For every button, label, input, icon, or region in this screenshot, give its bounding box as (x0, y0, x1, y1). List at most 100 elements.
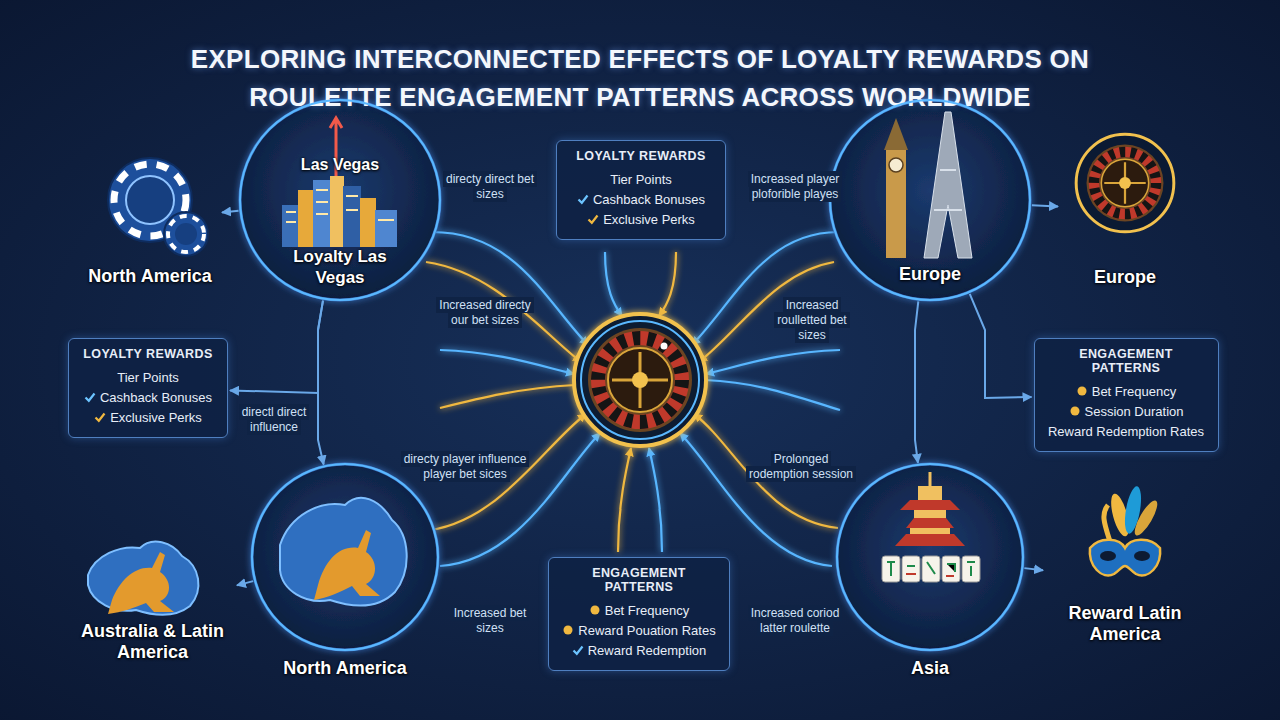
roulette-wheel-icon (1119, 177, 1131, 189)
bullet-dot (589, 604, 601, 616)
list-item: Cashback Bonuses (79, 388, 217, 408)
connector-arrow (222, 211, 239, 213)
box-heading: ENGAGEMENT PATTERNS (1045, 347, 1208, 375)
text-holder: North America (250, 658, 440, 679)
item-text: Bet Frequency (1092, 384, 1177, 399)
region-circle: North America (250, 462, 440, 684)
box-heading: ENGAGEMENT PATTERNS (559, 566, 719, 594)
europe-landmarks (924, 112, 972, 258)
item-text: Reward Redemption (588, 643, 707, 658)
region-circle-ground (240, 100, 1030, 650)
circle-outline (250, 462, 440, 684)
list-item: Exclusive Perks (567, 210, 715, 230)
line-label-holder: directy direct bet sizes (440, 172, 540, 202)
item-text: Exclusive Perks (603, 212, 695, 227)
item-text: Session Duration (1085, 404, 1184, 419)
region-label: Australia & Latin America (70, 621, 235, 663)
australia-icon (88, 542, 198, 615)
line-label-holder: Increased roulletted bet sizes (762, 298, 862, 343)
heading-text: LOYALTY REWARDS (83, 347, 212, 361)
flow-curves (659, 252, 676, 316)
region-label: Las Vegas (265, 154, 415, 175)
line-label-holder: Increased coriod latter roulette (735, 606, 855, 636)
line-label: Increased bet sizes (451, 605, 530, 636)
text-holder: Reward Latin America (1045, 603, 1205, 645)
asian-pagoda-mahjong (882, 472, 980, 582)
text-holder: Asia (835, 658, 1025, 679)
list-item: Reward Redemption (559, 641, 719, 661)
roulette-wheel-icon (1094, 152, 1156, 214)
europe-landmarks (889, 158, 903, 172)
center-roulette-wheel (581, 321, 699, 439)
heading-text: LOYALTY REWARDS (576, 149, 705, 163)
line-label-holder: directl direct influence (236, 405, 312, 435)
info-box: LOYALTY REWARDS Tier PointsCashback Bonus… (68, 338, 228, 438)
center-roulette-wheel (632, 372, 648, 388)
line-label: Increased directy our bet sizes (436, 297, 533, 328)
region-label: North America (80, 266, 220, 287)
region-label: Europe (1060, 267, 1190, 288)
europe-landmarks (886, 150, 906, 258)
text-holder: Las Vegas (265, 154, 415, 175)
region-label: Reward Latin America (1045, 603, 1205, 645)
check-mark (587, 213, 599, 225)
circle-outline (835, 462, 1025, 684)
item-text: Tier Points (117, 370, 179, 385)
carnival-mask (1090, 540, 1160, 576)
line-label: directy direct bet sizes (443, 171, 537, 202)
circle-outline (240, 100, 440, 300)
item-text: Exclusive Perks (110, 410, 202, 425)
circle-outline (837, 464, 1023, 650)
line-label: Increased roulletted bet sizes (774, 297, 849, 343)
region-label: Loyalty Las Vegas (275, 246, 405, 288)
flow-curves (440, 385, 575, 408)
line-label: Increased coriod latter roulette (748, 605, 843, 636)
roulette-wheel-icon (1076, 134, 1174, 232)
bullet-dot (1076, 385, 1088, 397)
region-circle-ground (837, 464, 1023, 650)
check-mark (85, 394, 94, 401)
connector-arrow (1032, 205, 1058, 206)
europe-landmarks (884, 112, 972, 258)
roulette-wheel-icon (1087, 145, 1164, 222)
roulette-wheel-icon (1094, 152, 1156, 214)
casino-chips (164, 212, 208, 256)
bullet-dot (1069, 405, 1081, 417)
region-icon: North America (80, 140, 220, 300)
carnival-mask (1090, 485, 1161, 575)
box-heading: LOYALTY REWARDS (79, 347, 217, 361)
flow-curves (706, 350, 840, 374)
check-mark (94, 411, 106, 423)
flow-curves (440, 350, 574, 374)
center-roulette-wheel (574, 314, 706, 446)
list-item: Session Duration (1045, 402, 1208, 422)
region-icon: Europe (1060, 125, 1190, 295)
region-circle-ground (252, 464, 438, 650)
europe-landmarks (934, 170, 962, 210)
bullet-dot (564, 626, 573, 635)
text-holder: Europe (1060, 267, 1190, 288)
carnival-mask (1131, 498, 1161, 539)
line-label-holder: Increased bet sizes (440, 606, 540, 636)
info-box: ENGAGEMENT PATTERNSBet FrequencyReward P… (548, 557, 730, 671)
item-text: Reward Pouation Rates (578, 623, 715, 638)
list-item: Tier Points (79, 368, 217, 388)
asian-pagoda-mahjong (918, 486, 942, 500)
australia-map-kangaroo (314, 530, 380, 600)
line-label: Increased player ploforible playes (748, 171, 843, 202)
casino-chips (168, 216, 204, 252)
region-circle: Asia (835, 462, 1025, 684)
carnival-mask (1134, 551, 1150, 561)
roulette-wheel-icon (1104, 162, 1145, 203)
asian-pagoda-mahjong (900, 500, 960, 510)
check-mark (84, 391, 96, 403)
list-item: Exclusive Perks (79, 408, 217, 428)
center-roulette-wheel (588, 328, 692, 432)
circle-outline (252, 464, 438, 650)
asian-pagoda-mahjong (906, 574, 954, 576)
check-mark (577, 193, 589, 205)
region-circle: Las VegasLoyalty Las Vegas (238, 98, 442, 302)
